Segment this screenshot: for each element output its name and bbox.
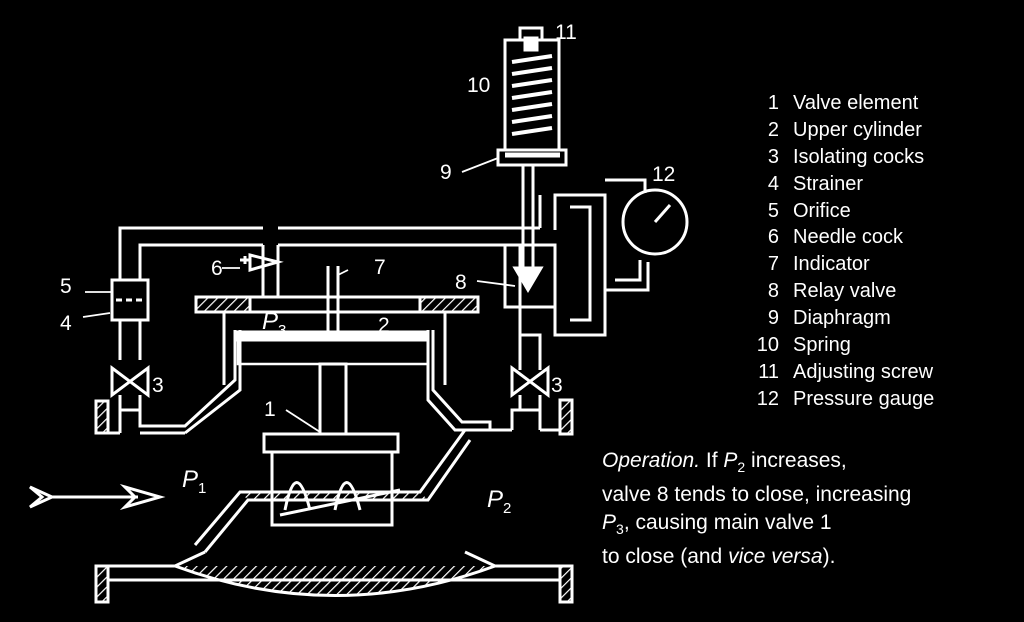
callout-4: 4: [60, 312, 72, 335]
legend-text: Strainer: [793, 172, 864, 195]
legend-num: 9: [767, 307, 779, 330]
operation-caption: Operation. If P2 increases, valve 8 tend…: [602, 447, 1012, 571]
legend-num: 7: [767, 253, 779, 276]
valve-element: [262, 362, 401, 527]
needle-cock: [240, 253, 284, 272]
legend-text: Needle cock: [793, 226, 904, 249]
pressure-p3: P3: [262, 308, 287, 339]
legend-num: 3: [767, 145, 779, 168]
callout-10: 10: [467, 74, 491, 97]
legend-num: 11: [758, 360, 779, 383]
pressure-p1: P1: [182, 466, 207, 497]
legend-num: 10: [756, 334, 779, 357]
flow-arrow: [29, 483, 166, 511]
pilot-piping: [110, 165, 650, 410]
callout-7: 7: [374, 256, 386, 279]
indicator-rod: [326, 266, 340, 332]
operation-heading: Operation.: [602, 449, 701, 472]
callout-5: 5: [60, 275, 72, 298]
legend-num: 6: [767, 226, 779, 249]
operation-line-4: to close (and vice versa).: [602, 545, 836, 569]
callout-12: 12: [652, 163, 676, 186]
callout-8: 8: [455, 271, 467, 294]
legend-text: Valve element: [793, 92, 919, 114]
callout-3-left: 3: [152, 374, 164, 397]
callout-3-right: 3: [551, 374, 563, 397]
valve-body: [94, 330, 574, 604]
callout-9: 9: [440, 161, 452, 184]
spring-housing: [496, 26, 568, 167]
legend-num: 8: [767, 280, 779, 303]
legend-num: 2: [767, 118, 779, 141]
legend-text: Adjusting screw: [793, 360, 934, 383]
operation-line-2: valve 8 tends to close, increasing: [602, 483, 912, 507]
callout-1: 1: [264, 398, 276, 421]
callout-2: 2: [378, 314, 390, 337]
legend-text: Indicator: [793, 253, 870, 276]
legend-text: Upper cylinder: [793, 118, 922, 141]
legend-text: Diaphragm: [793, 307, 891, 330]
legend-num: 1: [767, 92, 779, 114]
callout-11: 11: [555, 21, 577, 44]
legend-text: Orifice: [793, 199, 851, 222]
legend: 1 Valve element 2 Upper cylinder 3 Isolatin…: [745, 92, 934, 411]
legend-num: 12: [756, 387, 779, 410]
legend-num: 4: [767, 172, 779, 195]
isolating-cock-left: [110, 365, 150, 398]
legend-num: 5: [767, 199, 779, 222]
callout-6: 6: [211, 257, 223, 280]
pressure-gauge: [621, 188, 689, 256]
legend-text: Spring: [793, 334, 851, 357]
legend-text: Pressure gauge: [793, 387, 935, 410]
legend-text: Relay valve: [793, 280, 897, 303]
leader-lines: [82, 157, 516, 433]
operation-line-3: P3, causing main valve 1: [602, 511, 832, 538]
isolating-cock-right: [510, 365, 550, 398]
operation-line-1: Operation. If P2 increases,: [602, 449, 847, 476]
legend-text: Isolating cocks: [793, 145, 925, 168]
pressure-p2: P2: [487, 486, 512, 517]
